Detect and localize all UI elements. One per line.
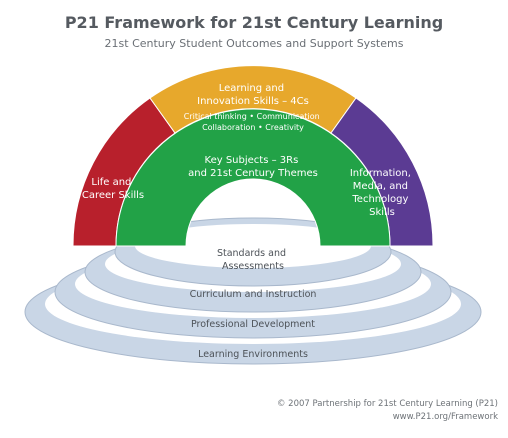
label-curriculum-instruction: Curriculum and Instruction	[190, 289, 317, 300]
label-info-media-tech-skills: Information, Media, and Technology Skill…	[350, 168, 414, 218]
support-rings	[24, 217, 482, 365]
ring-center	[135, 224, 371, 268]
label-learning-environments: Learning Environments	[198, 349, 308, 360]
label-professional-development: Professional Development	[191, 319, 315, 330]
segment-key-subjects	[115, 108, 391, 247]
outcome-arch	[72, 65, 434, 247]
page-subtitle: 21st Century Student Outcomes and Suppor…	[104, 37, 404, 50]
label-life-career-skills: Life and Career Skills	[82, 177, 144, 201]
copyright-text: © 2007 Partnership for 21st Century Lear…	[276, 399, 498, 409]
label-standards-assessments: Standards and Assessments	[217, 248, 289, 272]
label-learning-innovation-details: Critical thinking • Communication Collab…	[184, 112, 322, 132]
label-key-subjects: Key Subjects – 3Rs and 21st Century Them…	[188, 155, 318, 179]
page-title: P21 Framework for 21st Century Learning	[64, 13, 444, 32]
label-learning-innovation-title: Learning and Innovation Skills – 4Cs	[197, 83, 309, 107]
framework-url: www.P21.org/Framework	[392, 412, 498, 422]
